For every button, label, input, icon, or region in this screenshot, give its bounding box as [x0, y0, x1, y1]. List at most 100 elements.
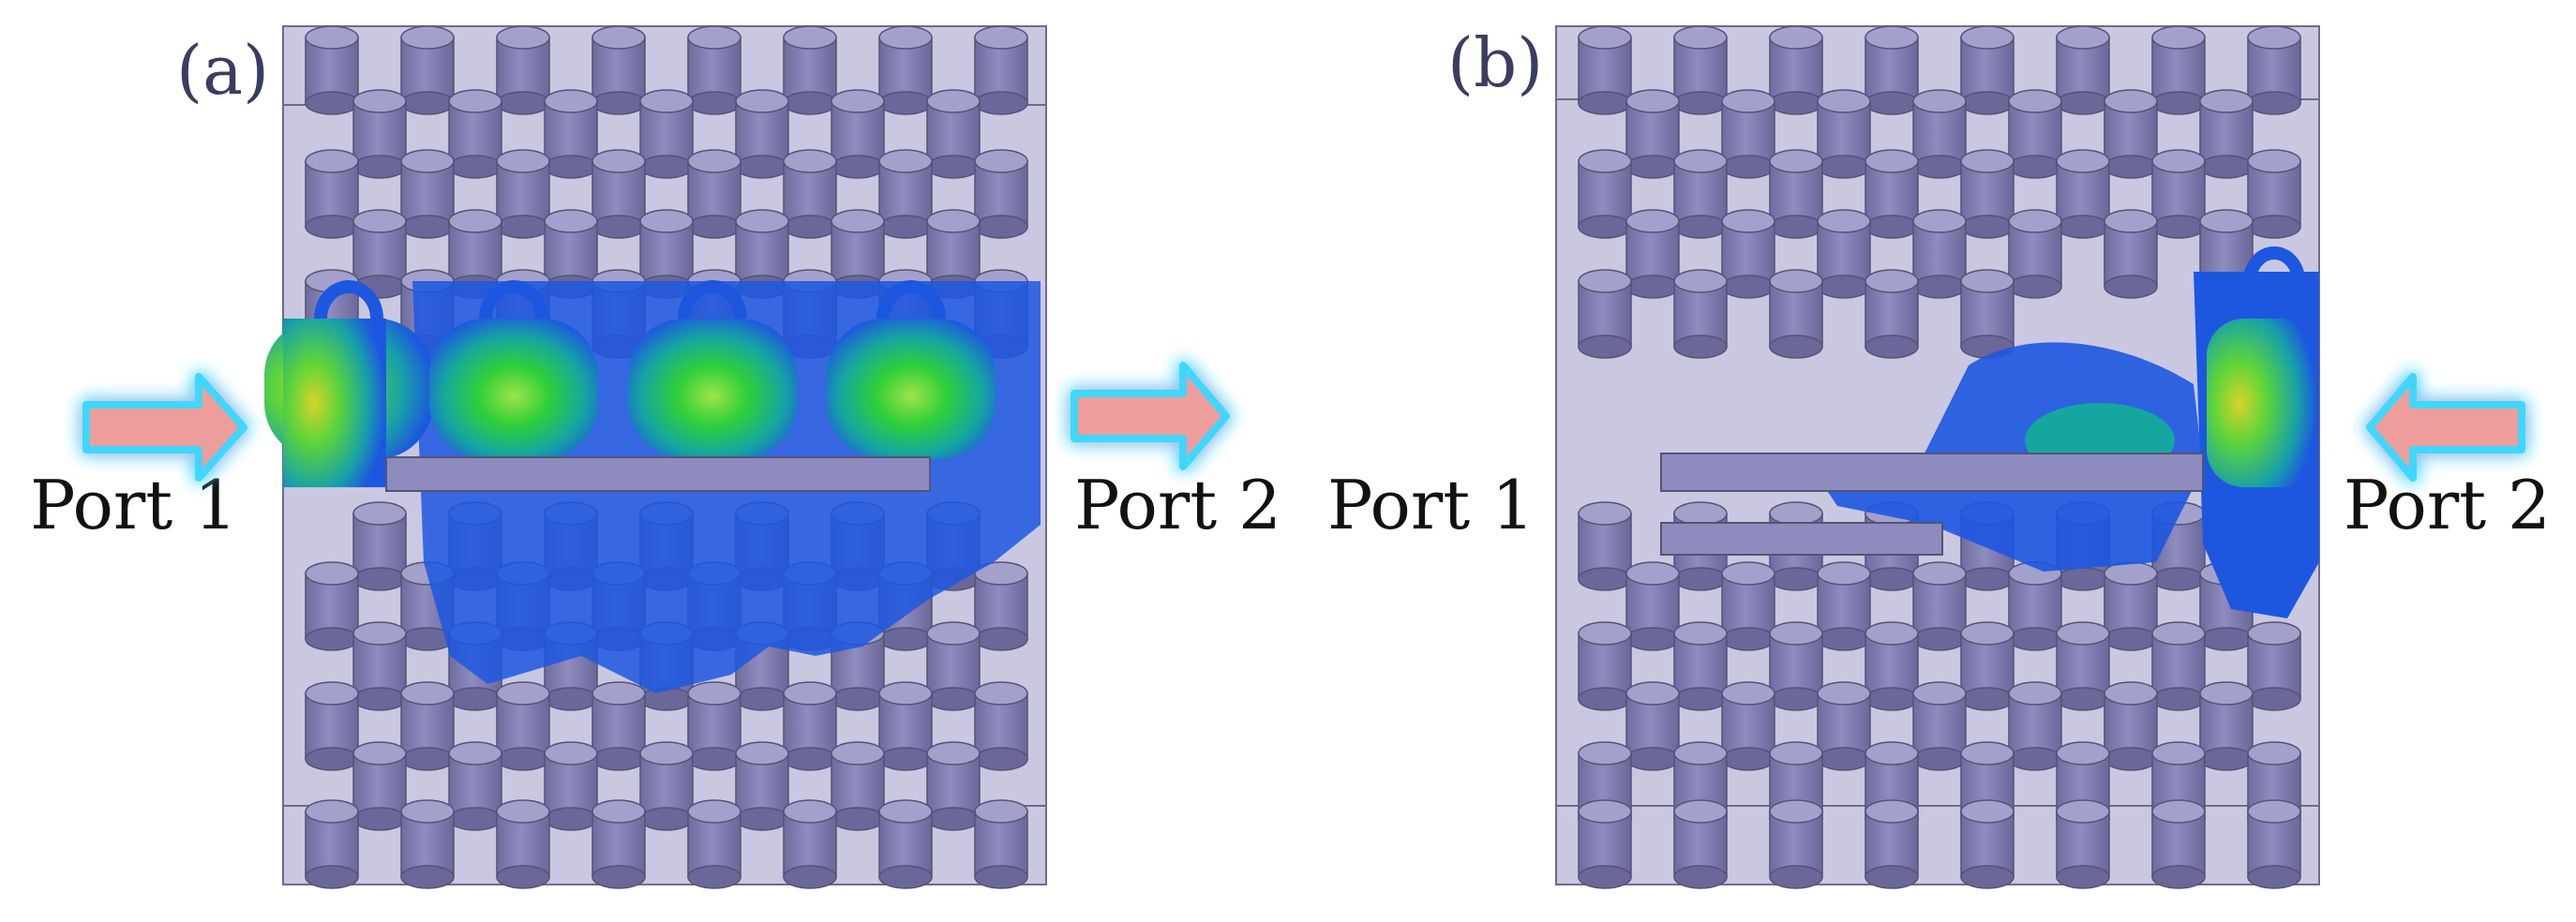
- rod: [687, 799, 741, 889]
- rod: [1817, 561, 1871, 651]
- rod: [1769, 25, 1823, 115]
- rod: [974, 561, 1028, 651]
- rod: [1960, 149, 2014, 239]
- rod: [1721, 89, 1775, 179]
- rod: [352, 89, 407, 179]
- panel-b-port-left: Port 1: [1327, 466, 1535, 544]
- panel-b: (b) Port 1 Port 2: [1327, 23, 2551, 889]
- arrow-left-icon: [2366, 373, 2525, 482]
- panel-b-port-right: Port 2: [2344, 466, 2551, 544]
- rod: [1578, 269, 1632, 359]
- rod: [1912, 89, 1967, 179]
- rod: [592, 681, 646, 771]
- rod: [1721, 681, 1775, 771]
- rod: [1960, 269, 2014, 359]
- field-a-loop: [876, 280, 946, 320]
- rod: [1960, 621, 2014, 711]
- rod: [878, 681, 933, 771]
- rod: [448, 741, 502, 831]
- rod: [305, 149, 359, 239]
- rod: [592, 799, 646, 889]
- rod: [2008, 561, 2062, 651]
- rod: [2056, 799, 2110, 889]
- rod: [974, 25, 1028, 115]
- rod: [687, 25, 741, 115]
- panel-a: (a) Port 1 Port 2: [30, 25, 1281, 889]
- rod: [1625, 681, 1680, 771]
- rod: [878, 25, 933, 115]
- rod: [2056, 621, 2110, 711]
- rod: [1865, 149, 1919, 239]
- rod: [1578, 149, 1632, 239]
- rod: [496, 681, 550, 771]
- panel-a-port-right: Port 2: [1074, 466, 1281, 544]
- rod: [783, 681, 837, 771]
- rod: [2247, 799, 2301, 889]
- rod: [974, 681, 1028, 771]
- rod: [1673, 799, 1728, 889]
- rod: [400, 681, 455, 771]
- rod: [926, 741, 981, 831]
- rod: [1578, 501, 1632, 591]
- rod: [1769, 269, 1823, 359]
- panel-a-label: (a): [176, 31, 269, 110]
- rod: [2104, 681, 2158, 771]
- rod: [1960, 799, 2014, 889]
- rod: [2151, 799, 2206, 889]
- rod: [1721, 209, 1775, 299]
- rod: [544, 89, 598, 179]
- rod: [1578, 621, 1632, 711]
- rod: [592, 25, 646, 115]
- rod: [305, 25, 359, 115]
- rod: [1960, 25, 2014, 115]
- rod: [2199, 681, 2254, 771]
- rod: [448, 89, 502, 179]
- rod: [400, 25, 455, 115]
- rod: [687, 681, 741, 771]
- rod: [305, 681, 359, 771]
- rod: [2008, 681, 2062, 771]
- rod: [1578, 799, 1632, 889]
- rod: [783, 25, 837, 115]
- rod: [1625, 561, 1680, 651]
- rod: [2151, 149, 2206, 239]
- rod: [1673, 269, 1728, 359]
- rod: [831, 741, 885, 831]
- rod: [1769, 149, 1823, 239]
- rod: [496, 25, 550, 115]
- rod: [400, 149, 455, 239]
- rod: [926, 89, 981, 179]
- rod: [878, 149, 933, 239]
- arrow-right-icon: [1071, 362, 1230, 470]
- rod: [735, 89, 789, 179]
- rod: [352, 209, 407, 299]
- rod: [1817, 681, 1871, 771]
- arrow-right-icon: [82, 373, 247, 482]
- rod: [496, 149, 550, 239]
- rod: [2247, 25, 2301, 115]
- field-a-lobe: [827, 319, 996, 459]
- field-a-lobe: [429, 319, 598, 459]
- rod: [1625, 89, 1680, 179]
- rod: [544, 741, 598, 831]
- rod: [2056, 25, 2110, 115]
- rod: [1912, 681, 1967, 771]
- rod: [1817, 209, 1871, 299]
- field-a-loop: [314, 280, 383, 320]
- field-a-loop: [678, 280, 747, 320]
- rod: [2247, 621, 2301, 711]
- rod: [926, 621, 981, 711]
- field-b-port-mode: [2207, 319, 2317, 487]
- rod: [1721, 561, 1775, 651]
- field-a-lobe: [628, 319, 797, 459]
- rod: [1625, 209, 1680, 299]
- rod: [400, 799, 455, 889]
- rod: [831, 89, 885, 179]
- rod: [2247, 149, 2301, 239]
- rod: [1769, 799, 1823, 889]
- rod: [305, 799, 359, 889]
- rod: [783, 149, 837, 239]
- rod: [783, 799, 837, 889]
- rod: [1673, 149, 1728, 239]
